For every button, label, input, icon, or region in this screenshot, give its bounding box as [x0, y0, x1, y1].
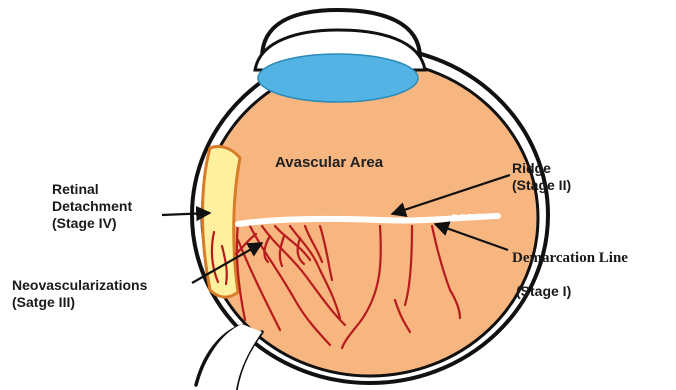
label-retinal-detachment: Retinal Detachment (Stage IV)	[52, 181, 132, 232]
label-retinal-line3: (Stage IV)	[52, 215, 132, 232]
label-neovascularizations: Neovascularizations (Satge III)	[12, 277, 147, 311]
label-retinal-line2: Detachment	[52, 198, 132, 215]
label-ridge: Ridge (Stage II)	[512, 160, 571, 194]
lens	[258, 54, 418, 102]
label-stage-i: (Stage I)	[516, 283, 571, 300]
label-retinal-line1: Retinal	[52, 181, 132, 198]
label-demarcation-line: Demarcation Line	[512, 250, 628, 267]
label-avascular-area: Avascular Area	[275, 154, 383, 171]
label-ridge-line1: Ridge	[512, 160, 571, 177]
label-ridge-line2: (Stage II)	[512, 177, 571, 194]
label-neo-line1: Neovascularizations	[12, 277, 147, 294]
label-neo-line2: (Satge III)	[12, 294, 147, 311]
